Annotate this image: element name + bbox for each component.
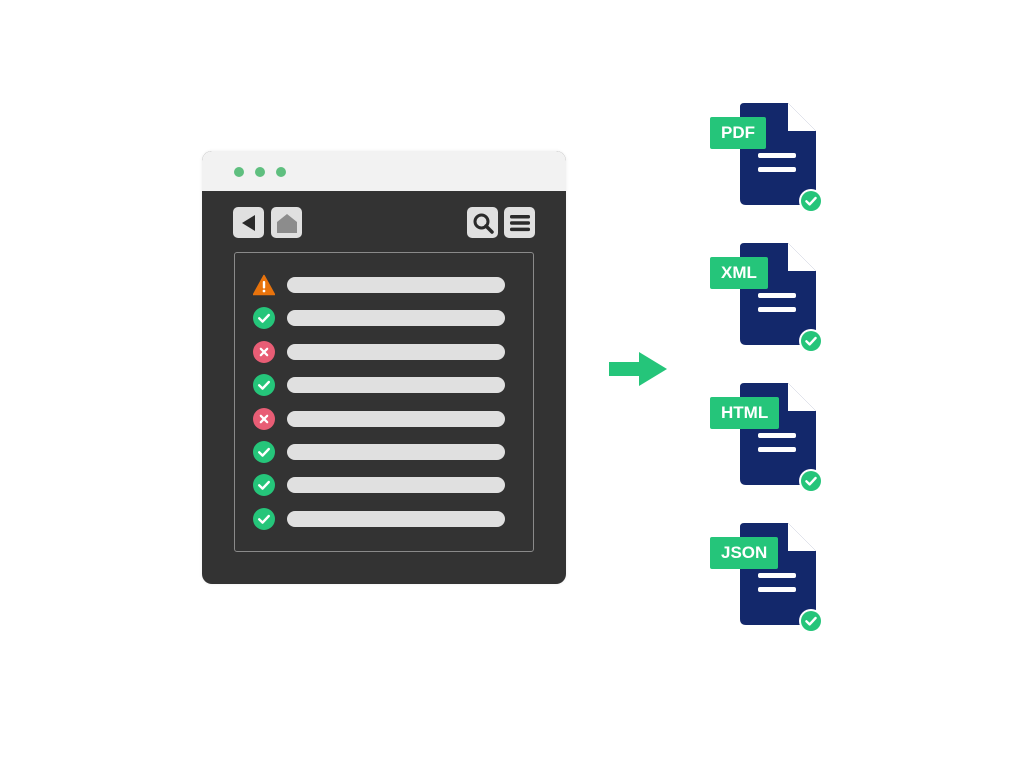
conversion-arrow [607,350,669,388]
error-status-icon [253,407,275,430]
checkmark-badge-icon [799,609,823,633]
result-row [253,473,509,497]
placeholder-text-bar [287,343,505,360]
window-dot-icon [276,167,286,177]
placeholder-text-bar [287,444,505,460]
success-status-icon [253,441,275,463]
result-row [253,373,509,397]
placeholder-text-bar [287,510,505,527]
result-row [253,340,509,364]
placeholder-text-bar [287,410,505,427]
right-arrow-icon [609,352,667,386]
results-list [234,252,534,552]
home-icon [276,213,297,233]
format-label: XML [710,257,768,289]
document-pdf: PDF [708,103,828,215]
window-dot-icon [234,167,244,177]
placeholder-text-bar [287,477,505,494]
success-status-icon [253,474,275,497]
success-status-icon [253,507,275,530]
placeholder-text-bar [287,310,505,327]
checkmark-badge-icon [799,469,823,493]
search-button[interactable] [467,207,498,238]
success-status-icon [253,307,275,330]
result-row [253,440,509,464]
placeholder-text-bar [287,277,505,293]
warning-status-icon [253,274,275,296]
success-status-icon [253,374,275,397]
format-label: PDF [710,117,766,149]
checkmark-badge-icon [799,189,823,213]
search-icon [473,213,494,234]
window-dot-icon [255,167,265,177]
hamburger-menu-icon [509,214,530,231]
result-row [253,407,509,431]
menu-button[interactable] [504,207,535,238]
result-row [253,273,509,297]
document-html: HTML [708,383,828,495]
result-row [253,507,509,531]
document-xml: XML [708,243,828,355]
checkmark-badge-icon [799,329,823,353]
format-label: HTML [710,397,780,429]
window-titlebar [202,151,566,191]
result-row [253,306,509,330]
home-button[interactable] [271,207,302,238]
document-json: JSON [708,523,828,635]
error-status-icon [253,340,275,363]
browser-window [202,151,566,584]
back-button[interactable] [233,207,264,238]
placeholder-text-bar [287,377,505,394]
back-triangle-icon [241,214,255,231]
format-label: JSON [710,537,779,569]
